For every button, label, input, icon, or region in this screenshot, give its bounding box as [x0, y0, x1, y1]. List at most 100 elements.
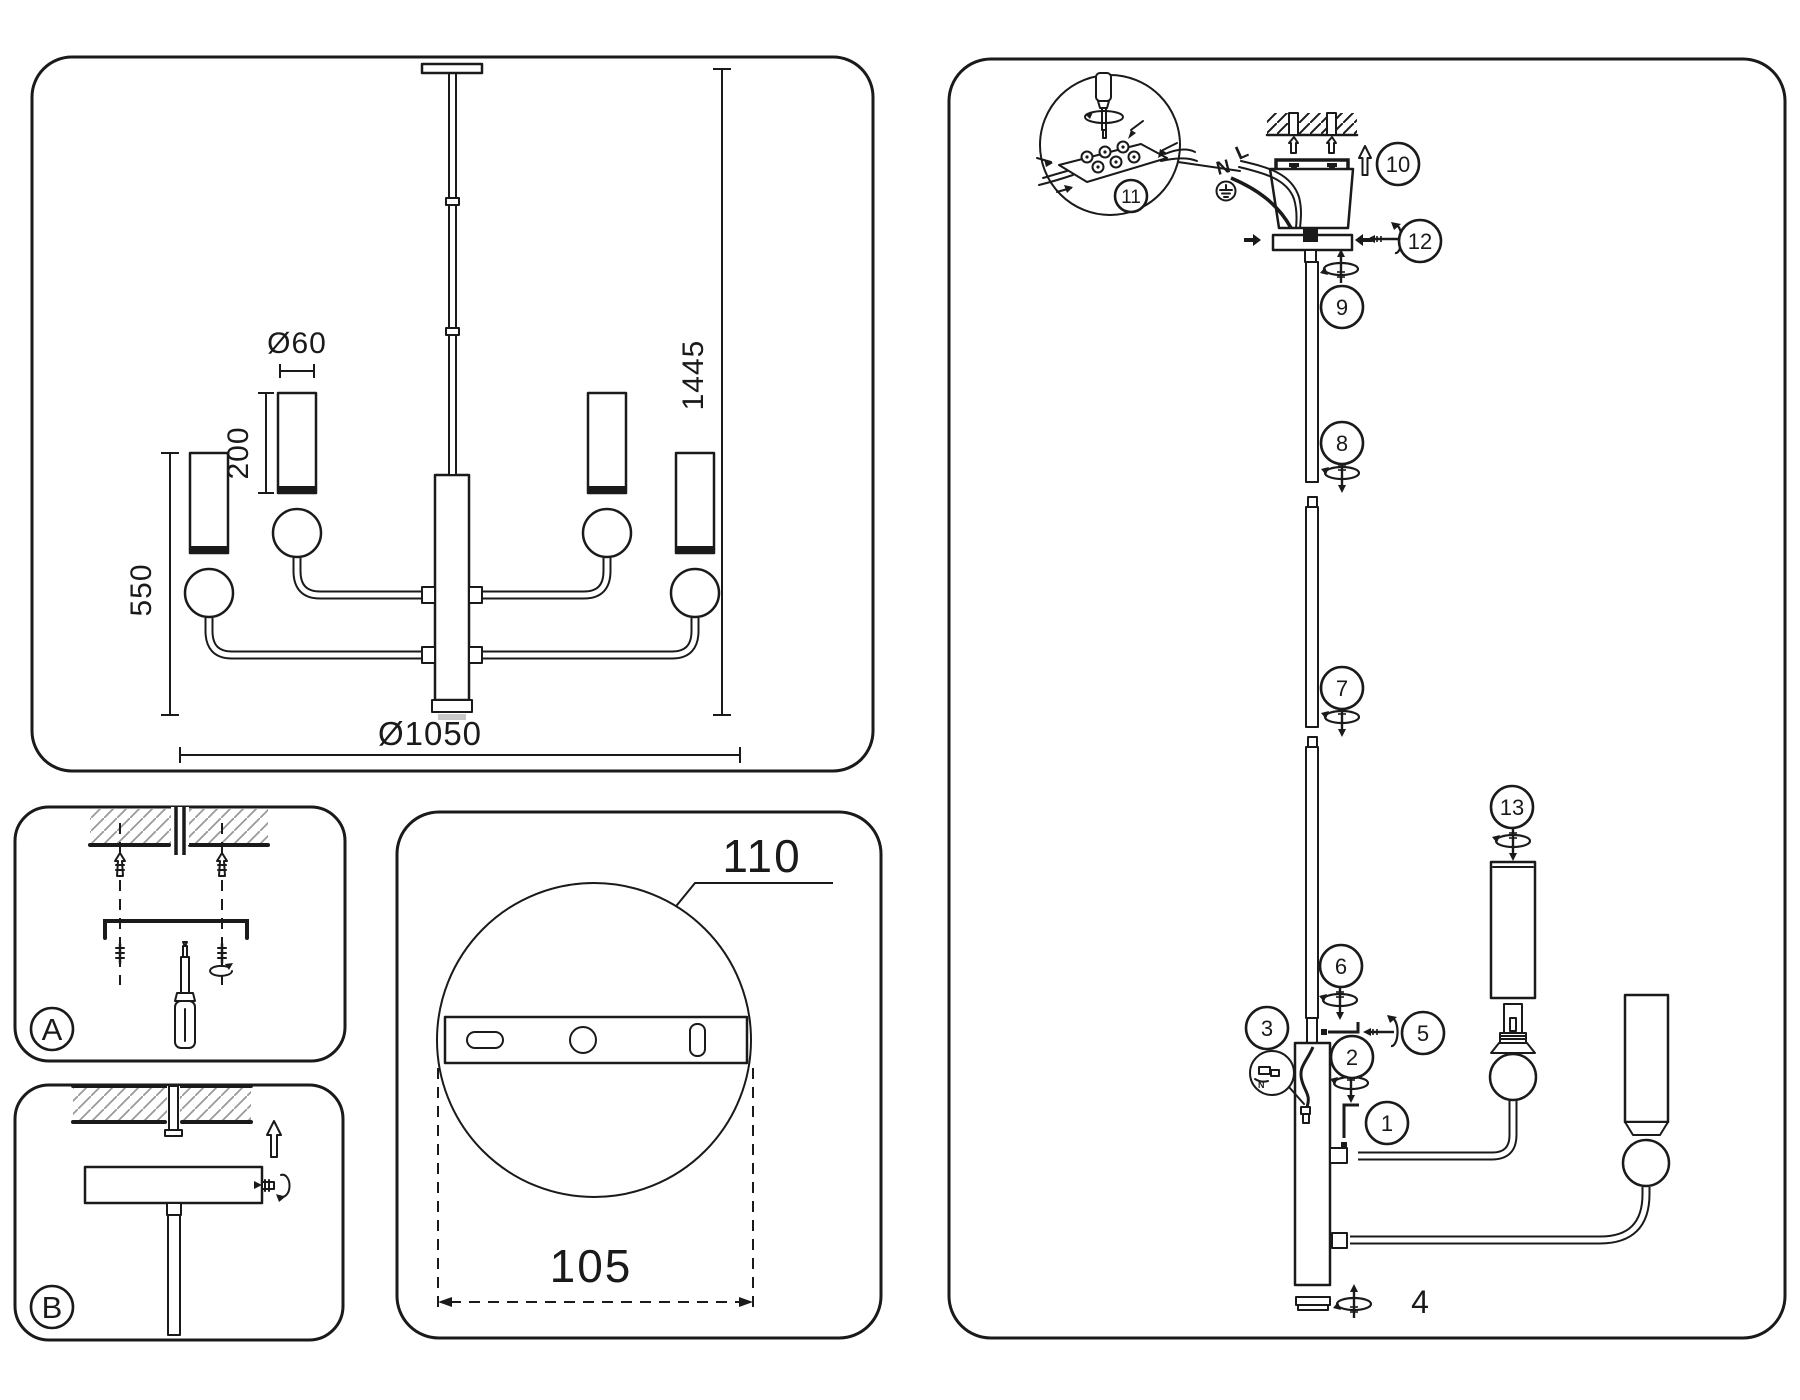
- hanger-rod: [168, 1085, 179, 1131]
- chandelier-column: [421, 473, 483, 720]
- overview-panel: Ø60 200 550 1445 Ø1050: [30, 55, 875, 773]
- stem-rod: [167, 1214, 181, 1336]
- wire: [1238, 166, 1298, 229]
- shade: [188, 451, 230, 555]
- dim-fixture-diameter-label: Ø1050: [378, 715, 482, 752]
- connector-n-mark: N: [1258, 1080, 1265, 1090]
- ball-joint: [1621, 1138, 1671, 1188]
- dim-canopy-diameter: 105: [437, 1068, 754, 1307]
- arm-socket: [468, 646, 483, 664]
- bracket-screws: [115, 942, 227, 965]
- step-a-badge: A: [29, 1006, 75, 1052]
- hub-wire: [1299, 1046, 1315, 1108]
- dim-total-height: 1445: [677, 68, 731, 716]
- mounting-plate: [443, 1015, 749, 1065]
- stem-nipple: [1304, 249, 1317, 263]
- plate-detail-panel: 110 105: [395, 810, 883, 1340]
- svg-text:2: 2: [1346, 1045, 1358, 1070]
- stem-joint: [445, 327, 460, 336]
- hanger-rod-foot: [164, 1129, 183, 1137]
- dim-shade-height-label: 200: [222, 426, 255, 479]
- wall-anchor-icon: [1288, 136, 1299, 154]
- screwdriver-icon: [1084, 72, 1124, 139]
- terminal-block-icon: [1058, 140, 1168, 183]
- mounting-bracket: [1274, 158, 1350, 172]
- callout-2: 2: [1329, 1034, 1375, 1080]
- callout-5: 5: [1400, 1010, 1446, 1056]
- mounting-bracket: [103, 919, 249, 940]
- slot-hole-vertical: [689, 1023, 706, 1057]
- strain-relief: [1303, 229, 1318, 242]
- ceiling-hole: [171, 807, 189, 845]
- shade: [276, 391, 318, 495]
- ball-joints: [183, 507, 721, 619]
- canopy-assembly: [1230, 160, 1372, 263]
- exploded-arm-assembly: [1358, 860, 1538, 1161]
- ball-joint: [1488, 1052, 1538, 1102]
- ceiling-section: [1265, 112, 1359, 154]
- terminal-detail-balloon: 11: [1036, 72, 1241, 216]
- ball-joint: [183, 567, 235, 619]
- allen-key-icon: [1341, 1103, 1359, 1148]
- shade-socket-taper: [1624, 1121, 1669, 1136]
- step-b-panel: B: [13, 1083, 345, 1342]
- wire: [1042, 170, 1068, 179]
- screw-icon: [1289, 163, 1299, 167]
- ball-joint: [581, 507, 633, 559]
- callout-6: 6: [1318, 943, 1364, 989]
- callout-1: 1: [1364, 1100, 1410, 1146]
- shade: [674, 451, 716, 555]
- set-screw-icon: [254, 1173, 291, 1202]
- callout-9: 9: [1319, 284, 1365, 330]
- ceiling-hatch: [1267, 113, 1357, 135]
- chandelier-stem: [420, 62, 484, 476]
- canopy-body: [1268, 167, 1355, 230]
- svg-text:9: 9: [1336, 295, 1348, 320]
- lamp-pin: [1509, 1017, 1517, 1032]
- svg-text:7: 7: [1336, 676, 1348, 701]
- assembly-panel: N L: [947, 57, 1787, 1340]
- arm-socket: [468, 586, 483, 604]
- dim-body-height-label: 550: [125, 563, 158, 616]
- step-a-label: A: [42, 1012, 63, 1047]
- socket-flange: [1490, 1042, 1536, 1054]
- svg-text:1: 1: [1381, 1111, 1393, 1136]
- hub-end-cap-rim: [1297, 1304, 1329, 1311]
- ground-icon: [1215, 180, 1237, 202]
- svg-text:8: 8: [1336, 431, 1348, 456]
- step-4-label: 4: [1411, 1284, 1429, 1320]
- dim-fixture-diameter: Ø1050: [179, 715, 741, 763]
- step-b-badge: B: [29, 1284, 75, 1330]
- ceiling-section: [71, 1084, 253, 1137]
- lamp-shades: [188, 391, 716, 555]
- wire: [1164, 148, 1196, 155]
- rod-section: [1305, 506, 1319, 728]
- callout-11-label: 11: [1121, 187, 1141, 208]
- hub-end-cap: [1295, 1296, 1331, 1306]
- svg-text:5: 5: [1417, 1021, 1429, 1046]
- rotate-arrow-icon: [209, 963, 233, 977]
- drill-hole: [1326, 112, 1337, 136]
- shade: [1623, 993, 1670, 1124]
- svg-text:3: 3: [1261, 1016, 1273, 1041]
- canopy-assembly: [83, 1165, 264, 1336]
- callout-12: 12: [1397, 218, 1443, 264]
- column-end-cap: [431, 699, 473, 713]
- side-screw-icon: [1244, 238, 1253, 242]
- slot-hole: [466, 1031, 504, 1049]
- arm-socket: [1331, 1232, 1348, 1249]
- dim-hole-spacing-label: 110: [722, 830, 801, 882]
- up-arrow-icon: [266, 1120, 282, 1158]
- center-hole: [569, 1026, 597, 1054]
- svg-text:13: 13: [1500, 795, 1524, 820]
- chandelier-arms: [204, 558, 700, 660]
- step-a-panel: A: [13, 805, 347, 1063]
- callout-11: 11: [1113, 178, 1149, 214]
- wire-ground: [1230, 176, 1293, 229]
- svg-text:10: 10: [1386, 152, 1410, 177]
- dim-total-height-label: 1445: [677, 340, 710, 411]
- arm-socket: [421, 646, 436, 664]
- allen-key-icon: [1321, 1022, 1360, 1035]
- assembled-arm-assembly: [1350, 993, 1671, 1245]
- ceiling-hatch: [73, 1086, 251, 1122]
